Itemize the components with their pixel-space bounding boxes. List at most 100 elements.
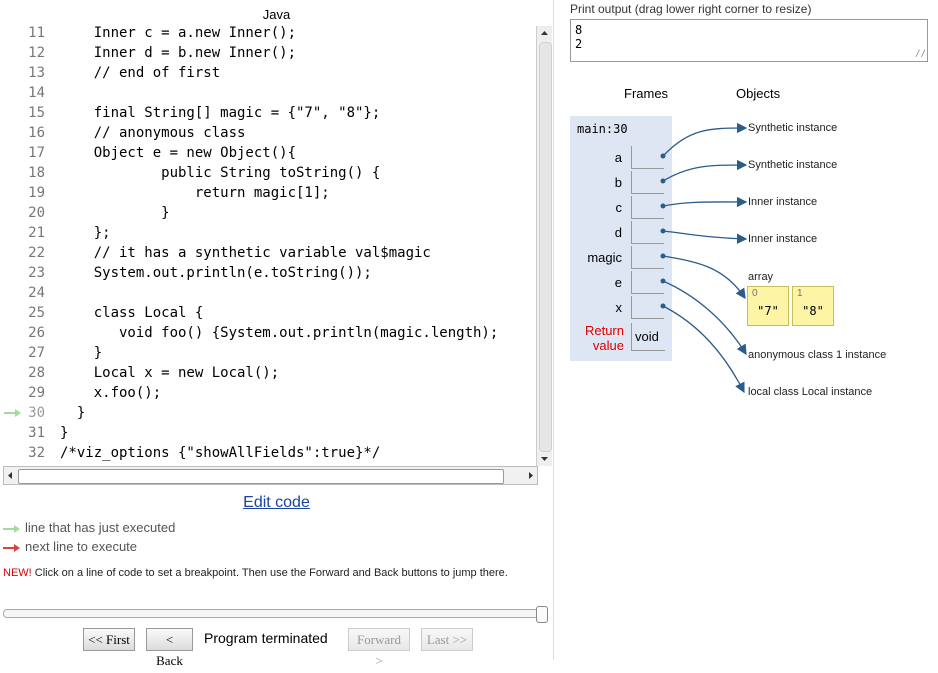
execution-slider[interactable] <box>3 606 548 623</box>
code-text: Object e = new Object(){ <box>60 145 297 161</box>
line-number: 15 <box>28 105 45 121</box>
slider-track[interactable] <box>3 609 543 618</box>
code-text: } <box>60 205 170 221</box>
code-line[interactable]: 19 return magic[1]; <box>3 183 538 203</box>
code-line[interactable]: 28 Local x = new Local(); <box>3 363 538 383</box>
line-number: 12 <box>28 45 45 61</box>
green-arrow-icon <box>3 524 20 533</box>
code-line[interactable]: 21 }; <box>3 223 538 243</box>
code-text: // anonymous class <box>60 125 246 141</box>
line-number: 31 <box>28 425 45 441</box>
code-line[interactable]: 25 class Local { <box>3 303 538 323</box>
scroll-down-button[interactable] <box>537 452 552 466</box>
code-text: x.foo(); <box>60 385 162 401</box>
code-line[interactable]: 23 System.out.println(e.toString()); <box>3 263 538 283</box>
array-value: "8" <box>802 304 824 318</box>
scroll-right-button[interactable] <box>525 467 537 484</box>
heap-object: Synthetic instance <box>748 122 838 134</box>
vertical-scroll-thumb[interactable] <box>539 42 552 452</box>
code-line[interactable]: 11 Inner c = a.new Inner(); <box>3 26 538 43</box>
frame-variable-name: magic <box>587 250 622 265</box>
code-text: return magic[1]; <box>60 185 330 201</box>
legend-next-line: next line to execute <box>3 539 137 554</box>
code-text: class Local { <box>60 305 204 321</box>
pointer-arrow <box>662 305 745 394</box>
pointer-arrow <box>662 122 748 157</box>
heap-object: Inner instance <box>748 233 818 245</box>
resize-grip-icon[interactable]: ∕∕ <box>915 49 926 59</box>
line-number: 13 <box>28 65 45 81</box>
red-arrow-icon <box>3 543 20 552</box>
frame-variable-name: b <box>614 175 622 190</box>
code-line[interactable]: 15 final String[] magic = {"7", "8"}; <box>3 103 538 123</box>
array-label: array <box>748 271 774 283</box>
frame-variable-slot <box>631 271 664 294</box>
pane-divider <box>553 0 554 660</box>
frame-variable-slot <box>631 171 664 194</box>
code-line[interactable]: 18 public String toString() { <box>3 163 538 183</box>
code-text: Local x = new Local(); <box>60 365 280 381</box>
frame-variable-slot <box>631 221 664 244</box>
frame-variable-name: d <box>614 225 622 240</box>
code-text: final String[] magic = {"7", "8"}; <box>60 105 381 121</box>
hint-text: Click on a line of code to set a breakpo… <box>31 567 508 579</box>
scroll-left-button[interactable] <box>4 467 16 484</box>
code-line[interactable]: 17 Object e = new Object(){ <box>3 143 538 163</box>
code-line[interactable]: 12 Inner d = b.new Inner(); <box>3 43 538 63</box>
last-button[interactable]: Last >> <box>421 628 473 651</box>
code-line[interactable]: 13 // end of first <box>3 63 538 83</box>
code-line[interactable]: 22 // it has a synthetic variable val$ma… <box>3 243 538 263</box>
frame-variable-slot <box>631 196 664 219</box>
pointer-arrow <box>662 255 746 300</box>
code-line[interactable]: 30 } <box>3 403 538 423</box>
code-text: Inner c = a.new Inner(); <box>60 26 297 41</box>
code-text: public String toString() { <box>60 165 381 181</box>
line-number: 20 <box>28 205 45 221</box>
scroll-up-button[interactable] <box>537 26 552 40</box>
line-number: 11 <box>28 26 45 41</box>
triangle-up-icon <box>541 31 548 35</box>
line-number: 30 <box>28 405 45 421</box>
horizontal-scroll-thumb[interactable] <box>18 469 504 484</box>
code-line[interactable]: 27 } <box>3 343 538 363</box>
line-number: 17 <box>28 145 45 161</box>
frame-name: main:30 <box>577 122 628 136</box>
print-output-line: 2 <box>575 37 583 51</box>
code-line[interactable]: 29 x.foo(); <box>3 383 538 403</box>
code-pane: Java 11 Inner c = a.new Inner();12 Inner… <box>3 7 552 668</box>
edit-code-link[interactable]: Edit code <box>243 494 310 511</box>
code-line[interactable]: 32/*viz_options {"showAllFields":true}*/ <box>3 443 538 463</box>
forward-button[interactable]: Forward > <box>348 628 410 668</box>
code-line[interactable]: 26 void foo() {System.out.println(magic.… <box>3 323 538 343</box>
code-editor[interactable]: 11 Inner c = a.new Inner();12 Inner d = … <box>3 26 551 466</box>
code-line[interactable]: 31} <box>3 423 538 443</box>
frame-variable-name: x <box>615 300 623 315</box>
array-index: 0 <box>752 288 758 299</box>
frame-variable-slot <box>631 246 664 269</box>
pointer-arrow <box>662 159 748 182</box>
frame-variable-slot <box>631 146 664 169</box>
line-number: 22 <box>28 245 45 261</box>
slider-handle[interactable] <box>536 606 548 623</box>
horizontal-scrollbar[interactable] <box>3 466 538 485</box>
first-button[interactable]: << First <box>83 628 135 651</box>
code-text: } <box>60 425 69 441</box>
line-number: 19 <box>28 185 45 201</box>
code-line[interactable]: 24 <box>3 283 538 303</box>
triangle-right-icon <box>529 472 533 479</box>
code-text: }; <box>60 225 111 241</box>
code-line[interactable]: 16 // anonymous class <box>3 123 538 143</box>
frame-variable-name: c <box>615 200 623 215</box>
code-text: System.out.println(e.toString()); <box>60 265 372 281</box>
vertical-scrollbar[interactable] <box>536 26 552 466</box>
frame-variable-name: a <box>614 150 622 165</box>
code-text: /*viz_options {"showAllFields":true}*/ <box>60 445 381 461</box>
code-line[interactable]: 14 <box>3 83 538 103</box>
objects-header: Objects <box>736 86 781 101</box>
code-line[interactable]: 20 } <box>3 203 538 223</box>
line-number: 24 <box>28 285 45 301</box>
back-button[interactable]: < Back <box>146 628 193 668</box>
language-label: Java <box>262 7 291 22</box>
